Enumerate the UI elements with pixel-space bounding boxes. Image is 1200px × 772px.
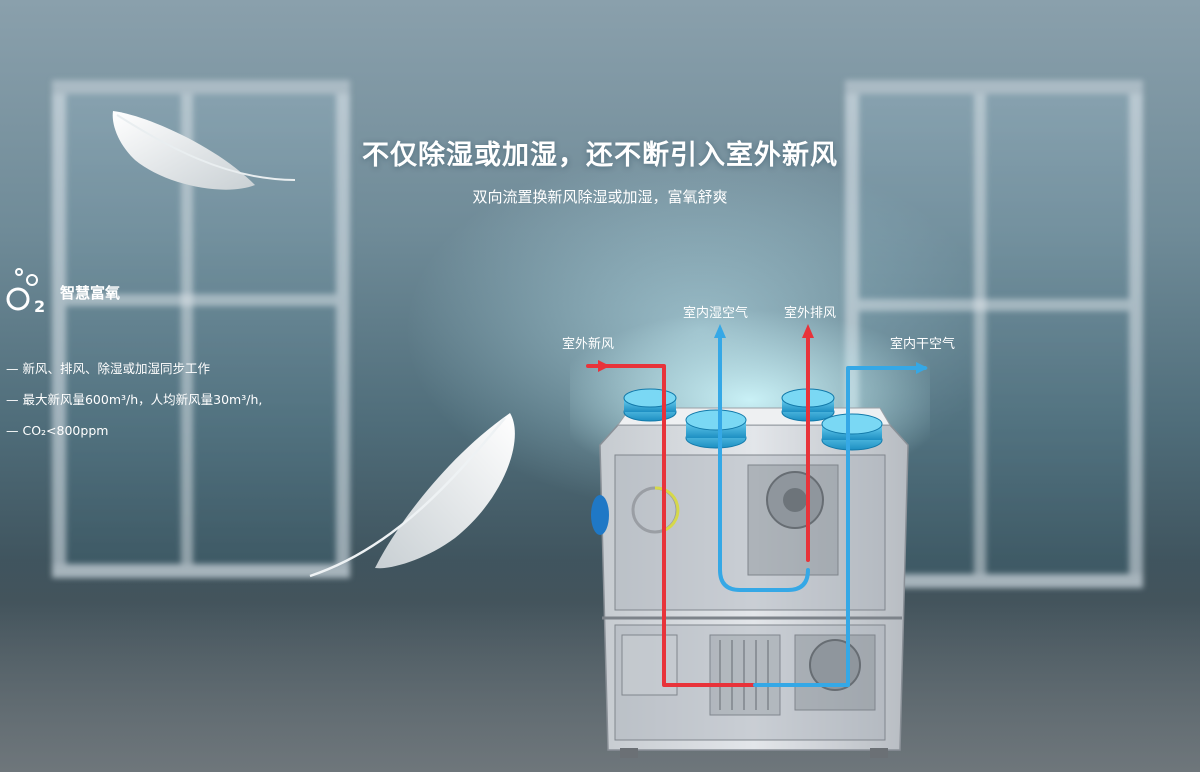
feature-item: — CO₂<800ppm [6, 423, 109, 438]
ventilation-unit-illustration [570, 310, 930, 758]
svg-text:2: 2 [34, 297, 45, 316]
o2-bubbles-icon: 2 [6, 268, 45, 316]
feather-image [112, 111, 296, 190]
feature-title: 智慧富氧 [60, 284, 121, 302]
floor [0, 560, 1200, 772]
page-subheadline: 双向流置换新风除湿或加湿，富氧舒爽 [472, 188, 728, 206]
feature-item: — 新风、排风、除湿或加湿同步工作 [6, 361, 210, 376]
feather-image [309, 413, 515, 578]
feature-list: — 新风、排风、除湿或加湿同步工作 — 最大新风量600m³/h，人均新风量30… [6, 358, 262, 451]
right-window-image [845, 80, 1143, 588]
page-headline: 不仅除湿或加湿，还不断引入室外新风 [362, 140, 838, 171]
left-window-image [52, 80, 350, 578]
feature-item: — 最大新风量600m³/h，人均新风量30m³/h, [6, 392, 263, 407]
